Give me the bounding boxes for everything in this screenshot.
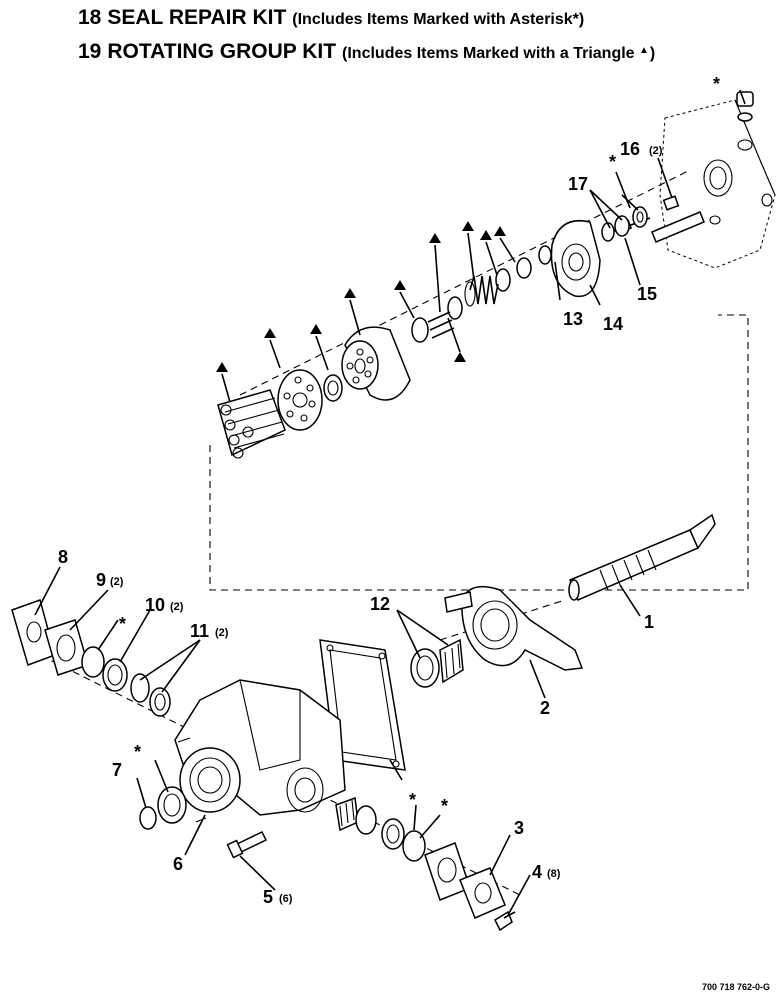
kit-note-asterisk: (Includes Items Marked with Asterisk*): [292, 11, 585, 28]
main-housing-6: [174, 679, 346, 823]
spline-bushing: [323, 374, 343, 402]
triangle-marker-icon: [264, 328, 276, 338]
triangle-marker-icon: ▲: [639, 45, 649, 56]
cylinder-block: [341, 326, 411, 401]
kit-title-seal-repair: SEAL REPAIR KIT: [107, 6, 287, 29]
oring-lower: [402, 830, 426, 862]
rings-13: [495, 245, 552, 292]
callout-10-qty: (2): [170, 601, 184, 613]
bearing-16: [662, 195, 680, 211]
drive-shaft-1: [568, 513, 716, 601]
callout-8: 8: [58, 547, 68, 567]
bearing-cup-lower: [355, 805, 405, 850]
callout-13: 13: [563, 309, 583, 329]
piston-assemblies: [217, 389, 286, 459]
gasket-lower: [424, 842, 471, 901]
asterisk-marker: *: [119, 614, 126, 634]
asterisk-markers: * * * * * *: [119, 74, 720, 816]
callout-5: 5: [263, 887, 273, 907]
callout-1: 1: [644, 612, 654, 632]
triangle-marker-icon: [462, 221, 474, 231]
triangle-marker-icon: [216, 362, 228, 372]
asterisk-marker: *: [441, 796, 448, 816]
bearing-12: [410, 638, 464, 688]
bearing-cup-10: [102, 658, 128, 692]
callout-2: 2: [540, 698, 550, 718]
washers-17: [601, 206, 648, 242]
callout-9: 9: [96, 570, 106, 590]
pins-and-washers: [411, 296, 463, 343]
triangle-markers: [216, 221, 506, 372]
oring-9: [81, 646, 105, 678]
triangle-marker-icon: [344, 288, 356, 298]
bearing-lower: [335, 796, 359, 832]
triangle-marker-icon: [480, 230, 492, 240]
bolt-5: [226, 831, 268, 859]
bolt-4: [494, 910, 516, 932]
callout-labels: 1 2 3 4 (8) 5 (6) 6 7 8 9 (2) 10 (2) 11 …: [58, 139, 663, 907]
kit-number-18: 18: [78, 6, 102, 29]
callout-16: 16: [620, 139, 640, 159]
triangle-marker-icon: [429, 233, 441, 243]
triangle-marker-icon: [310, 324, 322, 334]
kit-note-triangle: (Includes Items Marked with a Triangle: [342, 45, 635, 62]
triangle-marker-icon: [454, 352, 466, 362]
callout-15: 15: [637, 284, 657, 304]
callout-4-qty: (8): [547, 868, 561, 880]
cover-plate-3: [459, 867, 506, 919]
callout-9-qty: (2): [110, 576, 124, 588]
callout-14: 14: [603, 314, 623, 334]
bearing-carrier-2: [444, 585, 584, 671]
callout-11: 11: [190, 621, 209, 641]
gasket-9: [44, 619, 89, 676]
callout-12: 12: [370, 594, 390, 614]
end-housing: [659, 91, 776, 269]
callout-5-qty: (6): [279, 893, 293, 905]
bearing-cone-11: [130, 673, 171, 717]
asterisk-marker: *: [134, 742, 141, 762]
callout-17: 17: [568, 174, 588, 194]
seal-7: [139, 786, 187, 830]
triangle-marker-icon: [494, 226, 506, 236]
callout-3: 3: [514, 818, 524, 838]
leader-lines: [34, 89, 746, 916]
asterisk-marker: *: [609, 152, 616, 172]
kit-title-rotating-group: ROTATING GROUP KIT: [107, 40, 337, 63]
shaft-end-pin: [651, 211, 705, 243]
drawing-code: 700 718 762-0-G: [701, 982, 770, 992]
callout-11-qty: (2): [215, 627, 229, 639]
spring: [464, 275, 499, 307]
asterisk-marker: *: [409, 790, 416, 810]
retainer-plate: [277, 369, 323, 431]
callout-6: 6: [173, 854, 183, 874]
triangle-marker-icon: [394, 280, 406, 290]
asterisk-marker: *: [713, 74, 720, 94]
kit-number-19: 19: [78, 40, 102, 63]
center-lines: [29, 169, 749, 896]
callout-7: 7: [112, 760, 122, 780]
callout-10: 10: [145, 595, 165, 615]
callout-4: 4: [532, 862, 542, 882]
kit-note-triangle-end: ): [649, 45, 656, 62]
callout-16-qty: (2): [649, 145, 663, 157]
